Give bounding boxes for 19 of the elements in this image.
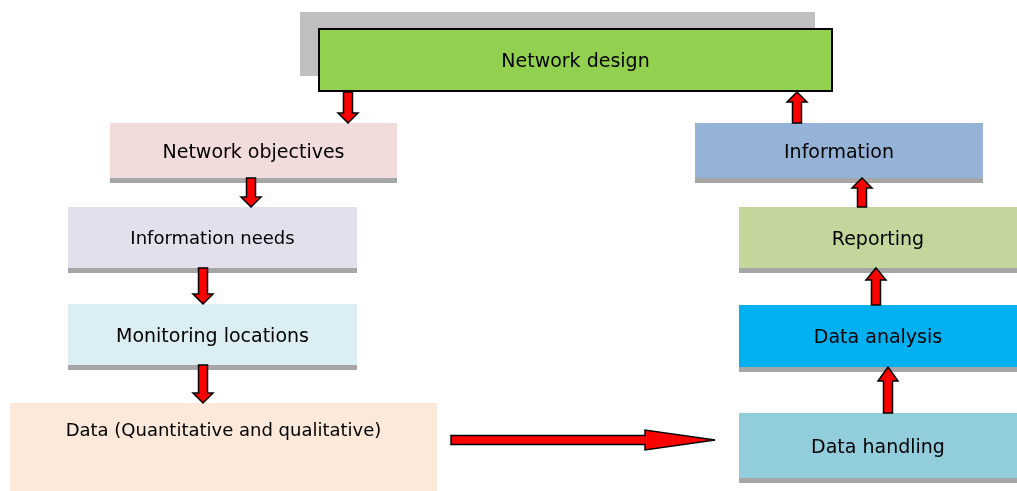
process-box — [10, 403, 437, 491]
block-arrow — [850, 176, 874, 208]
box-label: Data analysis — [813, 325, 943, 347]
block-arrow — [864, 266, 888, 306]
block-arrow — [876, 365, 900, 414]
box-label: Information — [784, 139, 894, 162]
box-label: Information needs — [130, 227, 295, 248]
box-label: Monitoring locations — [116, 323, 309, 346]
box-label: Network objectives — [162, 139, 345, 162]
block-arrow — [191, 364, 215, 405]
box-label: Data (Quantitative and qualitative) — [65, 419, 382, 440]
block-arrow — [336, 91, 360, 125]
block-arrow — [239, 177, 263, 209]
box-label: Data handling — [811, 434, 945, 457]
block-arrow — [450, 429, 716, 451]
box-label: Network design — [501, 49, 650, 71]
box-label: Reporting — [831, 226, 925, 249]
block-arrow — [785, 90, 809, 124]
block-arrow — [191, 267, 215, 306]
